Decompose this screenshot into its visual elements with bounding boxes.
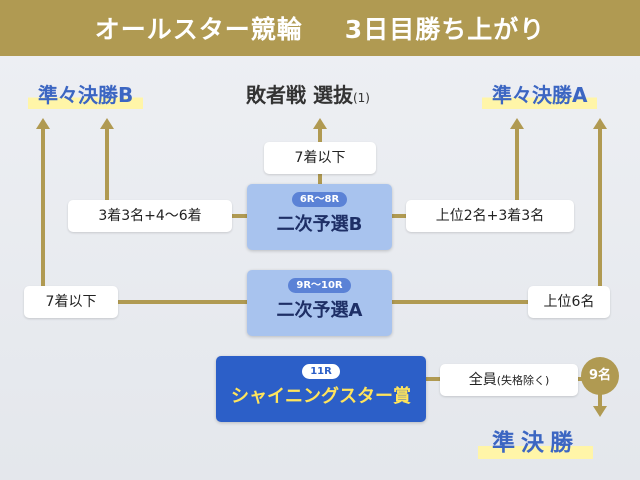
race-name: 二次予選B (276, 214, 363, 235)
arrow-up-icon (313, 118, 327, 129)
race-box-yosen-b: 6R～8R 二次予選B (247, 184, 392, 250)
outcome-semi-b: 準々決勝B (28, 79, 144, 109)
arrow-up-icon (36, 118, 50, 129)
outcome-final-semi: 準決勝 (478, 425, 593, 459)
condition-b-right: 上位2名+3着3名 (406, 200, 574, 232)
arrow-down-icon (593, 406, 607, 417)
condition-b-left: 3着3名+4～6着 (68, 200, 232, 232)
arrow-up-icon (593, 118, 607, 129)
condition-b-down: 7着以下 (264, 142, 376, 174)
right-outer-vline (598, 128, 602, 302)
race-number-pill: 6R～8R (291, 192, 348, 207)
shining-note: (失格除く) (496, 374, 550, 387)
race-number-pill: 9R～10R (288, 278, 351, 293)
arrow-up-icon (510, 118, 524, 129)
race-box-shining: 11R シャイニングスター賞 (216, 356, 426, 422)
race-name: 二次予選A (276, 300, 363, 321)
condition-a-right: 上位6名 (528, 286, 610, 318)
condition-shining-all: 全員(失格除く) (440, 364, 578, 396)
loser-selection-number: (1) (352, 91, 370, 105)
race-number-pill: 11R (302, 364, 340, 379)
count-badge: 9名 (581, 357, 619, 395)
outcome-loser-selection: 敗者戦 選抜(1) (246, 83, 370, 107)
page-header: オールスター競輪 3日目勝ち上がり (0, 0, 640, 56)
outcome-semi-a: 準々決勝A (482, 79, 598, 109)
header-title: オールスター競輪 (94, 15, 303, 44)
condition-a-left: 7着以下 (24, 286, 118, 318)
left-outer-vline (41, 128, 45, 302)
right-inner-vline (515, 128, 519, 216)
shining-down-vline (598, 386, 602, 408)
arrow-up-icon (100, 118, 114, 129)
left-inner-vline (105, 128, 109, 216)
race-name: シャイニングスター賞 (231, 386, 411, 407)
header-subtitle: 3日目勝ち上がり (344, 15, 546, 44)
race-box-yosen-a: 9R～10R 二次予選A (247, 270, 392, 336)
